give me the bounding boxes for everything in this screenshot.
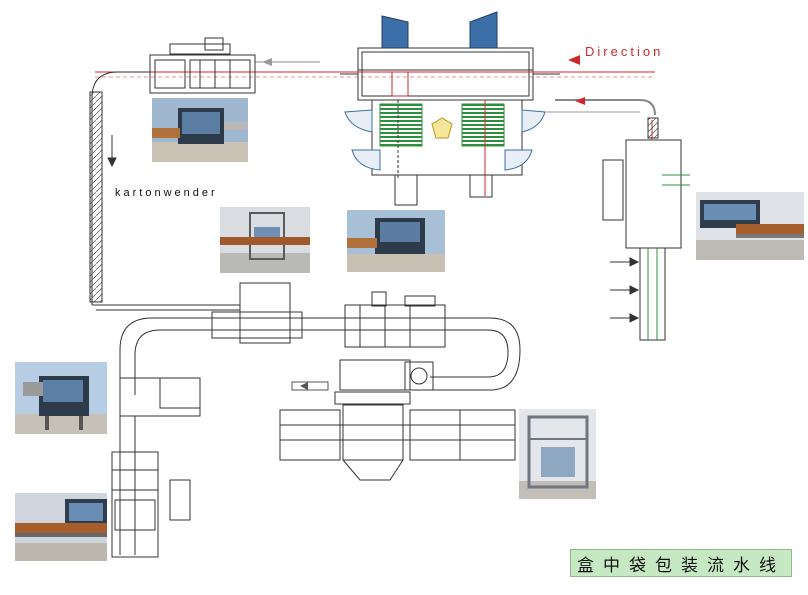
kartonwender-label: kartonwender <box>115 187 218 199</box>
bag-filling-machine-icon <box>15 362 107 434</box>
lower-left-conveyor <box>111 377 201 558</box>
photo-line-right <box>696 192 804 260</box>
production-line-icon <box>696 192 804 260</box>
production-line-icon <box>15 493 107 561</box>
case-packer-section <box>279 391 516 481</box>
top-left-machine <box>149 37 256 94</box>
photo-bagger-center-right <box>347 210 445 272</box>
photo-frame-bottom-right <box>519 409 596 499</box>
photo-machine-left <box>15 362 107 434</box>
center-arrow-icon <box>291 381 329 391</box>
steel-frame-icon <box>519 409 596 499</box>
conveyor-frame-icon <box>220 207 310 273</box>
top-flow-line <box>95 55 656 116</box>
main-bagging-machine <box>340 11 560 206</box>
photo-line-bottom-left <box>15 493 107 561</box>
middle-conveyor <box>119 282 521 395</box>
line-title: 盒中袋包装流水线 <box>570 549 792 577</box>
photo-bagger-top-left <box>152 98 248 162</box>
bag-filling-machine-icon <box>152 98 248 162</box>
photo-conveyor-center <box>220 207 310 273</box>
right-vertical-conveyor <box>602 117 690 341</box>
direction-label: Direction <box>585 44 664 59</box>
bag-filling-machine-icon <box>347 210 445 272</box>
left-vertical-conveyor <box>89 71 240 311</box>
